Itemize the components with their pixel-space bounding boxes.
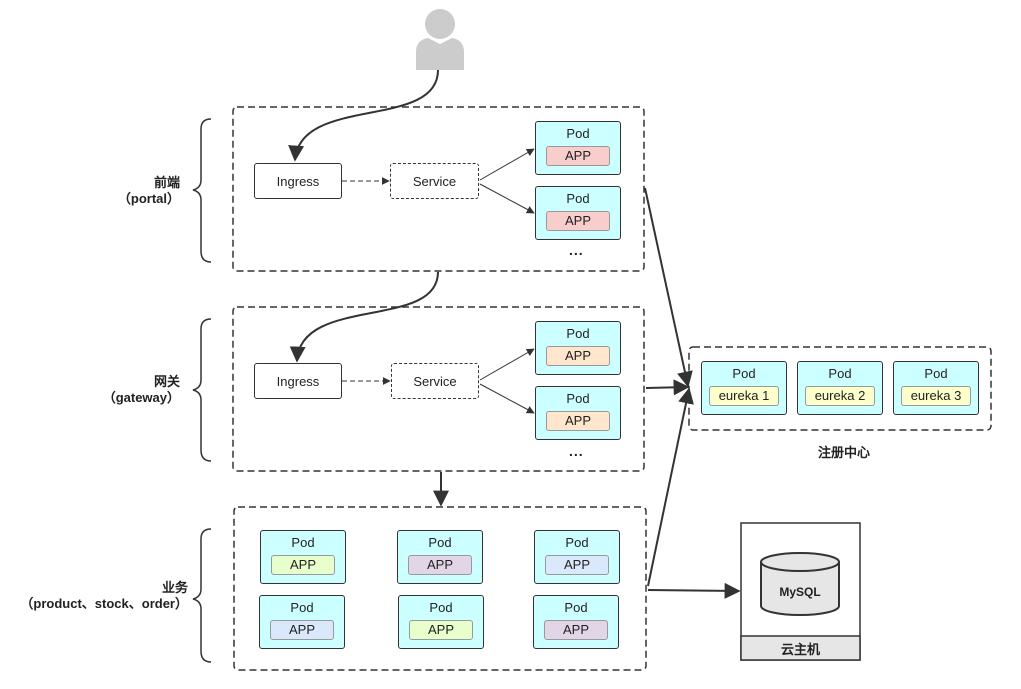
app-badge: APP — [271, 555, 335, 575]
gateway-brace — [192, 318, 212, 462]
frontend-service-to-pod1 — [479, 148, 535, 181]
frontend-service-to-pod2 — [479, 183, 535, 214]
frontend-pod-1[interactable]: Pod APP — [535, 121, 621, 175]
frontend-ingress[interactable]: Ingress — [254, 163, 342, 199]
frontend-pod-2[interactable]: Pod APP — [535, 186, 621, 240]
pod-title: Pod — [828, 366, 852, 381]
cloud-host-footer — [740, 635, 861, 661]
app-badge: APP — [546, 146, 610, 166]
gateway-service-to-pod1 — [479, 348, 535, 381]
business-to-host-arrow — [647, 582, 741, 599]
pod-title: Pod — [290, 600, 314, 615]
pod-title: Pod — [566, 326, 590, 341]
user-icon — [416, 9, 464, 70]
app-badge: APP — [546, 346, 610, 366]
frontend-to-registry-arrow — [644, 187, 693, 388]
gateway-label: 网关（gateway） — [102, 374, 180, 405]
registry-pod-3[interactable]: Pod eureka 3 — [893, 361, 979, 415]
app-badge: APP — [546, 411, 610, 431]
pod-title: Pod — [566, 391, 590, 406]
gateway-container — [232, 306, 645, 472]
gateway-to-registry-arrow — [645, 379, 690, 396]
gateway-pod-1[interactable]: Pod APP — [535, 321, 621, 375]
gateway-service[interactable]: Service — [391, 363, 479, 399]
business-to-registry-arrow — [647, 387, 694, 587]
pod-title: Pod — [732, 366, 756, 381]
business-pod-4[interactable]: Pod APP — [259, 595, 345, 649]
pod-title: Pod — [566, 126, 590, 141]
user-to-ingress-arrow — [288, 69, 439, 162]
frontend-service[interactable]: Service — [390, 163, 479, 199]
eureka-badge: eureka 3 — [901, 386, 971, 406]
pod-title: Pod — [429, 600, 453, 615]
app-badge: APP — [409, 620, 473, 640]
pod-title: Pod — [924, 366, 948, 381]
frontend-label: 前端（portal） — [117, 175, 180, 206]
app-badge: APP — [270, 620, 334, 640]
cloud-host-caption: 云主机 — [780, 642, 820, 657]
gateway-ingress[interactable]: Ingress — [254, 363, 342, 399]
eureka-badge: eureka 1 — [709, 386, 779, 406]
app-badge: APP — [545, 555, 609, 575]
business-pod-3[interactable]: Pod APP — [534, 530, 620, 584]
eureka-badge: eureka 2 — [805, 386, 875, 406]
pod-title: Pod — [564, 600, 588, 615]
frontend-brace — [192, 118, 212, 263]
frontend-container — [232, 106, 645, 272]
business-pod-2[interactable]: Pod APP — [397, 530, 483, 584]
registry-caption: 注册中心 — [818, 445, 871, 460]
database-icon — [760, 552, 840, 616]
registry-pod-1[interactable]: Pod eureka 1 — [701, 361, 787, 415]
frontend-to-gateway-arrow — [289, 271, 439, 363]
business-pod-6[interactable]: Pod APP — [533, 595, 619, 649]
pod-title: Pod — [565, 535, 589, 550]
pod-title: Pod — [291, 535, 315, 550]
gateway-pod-2[interactable]: Pod APP — [535, 386, 621, 440]
pod-title: Pod — [428, 535, 452, 550]
frontend-ellipsis: ... — [569, 242, 584, 258]
business-label: 业务（product、stock、order） — [20, 580, 188, 611]
business-pod-1[interactable]: Pod APP — [260, 530, 346, 584]
registry-pod-2[interactable]: Pod eureka 2 — [797, 361, 883, 415]
app-badge: APP — [546, 211, 610, 231]
business-brace — [192, 528, 212, 663]
gateway-service-to-pod2 — [479, 383, 535, 414]
app-badge: APP — [544, 620, 608, 640]
business-container — [233, 506, 647, 671]
gateway-ellipsis: ... — [569, 443, 584, 459]
business-pod-5[interactable]: Pod APP — [398, 595, 484, 649]
database-label: MySQL — [779, 585, 821, 599]
app-badge: APP — [408, 555, 472, 575]
pod-title: Pod — [566, 191, 590, 206]
